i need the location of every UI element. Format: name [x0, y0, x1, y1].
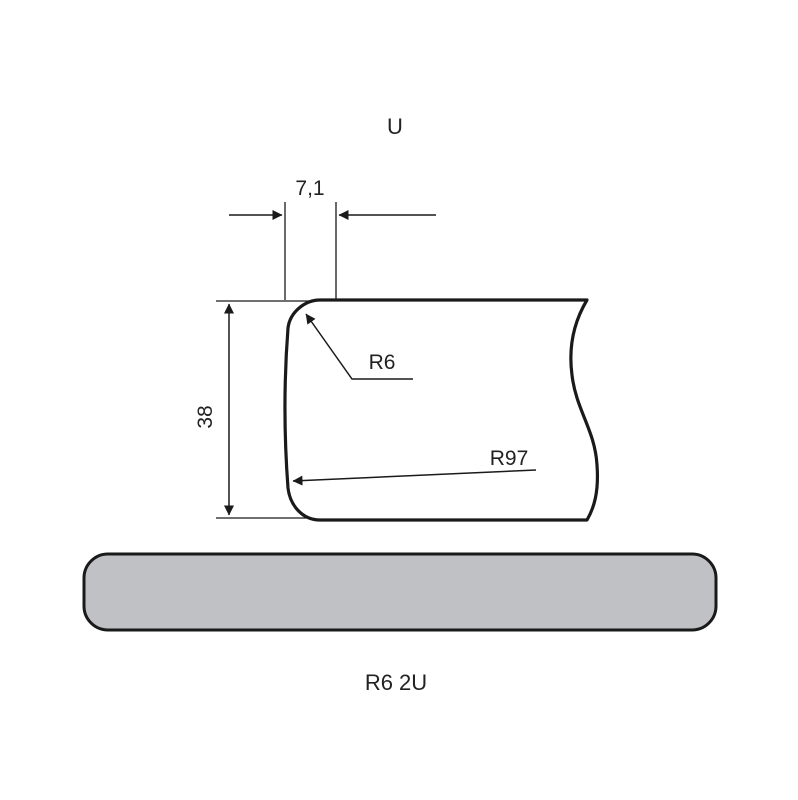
corner-radius-leader-line — [305, 313, 413, 380]
countertop-profile-outline — [283, 298, 600, 522]
edge-offset-label: 7,1 — [295, 177, 324, 200]
profile-name-label: R6 2U — [365, 670, 427, 695]
thickness-label: 38 — [194, 405, 217, 428]
edge-offset-dimension: 7,1 — [229, 177, 436, 300]
face-radius-leader-line — [292, 469, 537, 486]
profile-side-view-bar — [82, 552, 718, 632]
face-radius-leader: R97 — [292, 447, 537, 486]
corner-radius-leader: R6 — [305, 313, 413, 380]
profile-type-label: U — [387, 114, 403, 139]
corner-radius-label: R6 — [369, 351, 396, 374]
thickness-dimension: 38 — [194, 300, 310, 519]
face-radius-label: R97 — [490, 447, 529, 470]
